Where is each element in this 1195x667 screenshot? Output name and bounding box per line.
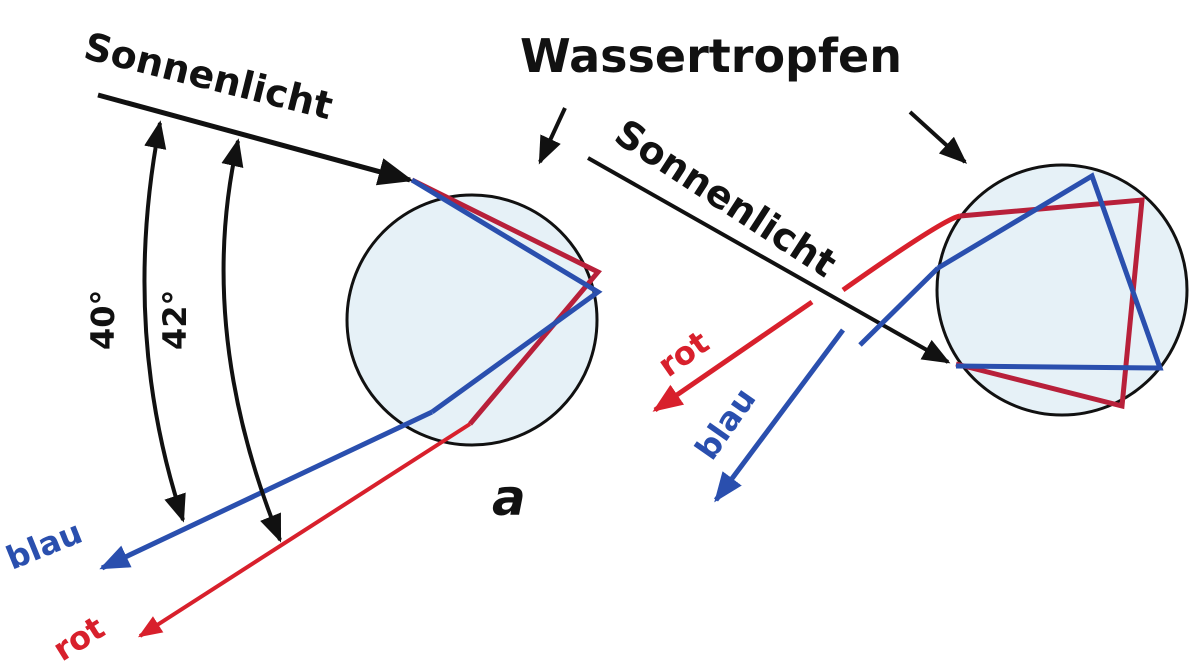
- left-blue-exit-ray: [99, 409, 434, 571]
- left-panel: Sonnenlicht 40° 42° blau rot a: [1, 24, 603, 667]
- right-water-drop: [935, 163, 1189, 417]
- right-sunlight-label: Sonnenlicht: [607, 111, 844, 286]
- right-blue-exit-ray: [858, 266, 940, 347]
- right-blue-internal-ray: [936, 172, 1164, 371]
- angle-label-42: 42°: [156, 289, 194, 350]
- left-water-drop: [345, 193, 599, 447]
- left-sunlight-label: Sonnenlicht: [80, 24, 337, 128]
- right-red-exit-arrow: [652, 299, 814, 413]
- title-wassertropfen: Wassertropfen: [520, 29, 902, 83]
- right-red-internal-ray: [955, 197, 1145, 410]
- left-blue-label: blau: [1, 513, 88, 578]
- angle-arc-40: [142, 120, 186, 523]
- right-panel: Sonnenlicht rot blau: [587, 111, 1189, 503]
- right-sunlight-ray: [587, 156, 951, 364]
- angle-arc-42: [221, 138, 282, 543]
- left-red-internal-ray: [410, 177, 602, 426]
- left-blue-internal-ray: [410, 177, 603, 415]
- angle-label-40: 40°: [84, 289, 122, 350]
- right-red-exit-ray: [841, 213, 961, 293]
- left-red-exit-ray: [137, 422, 472, 638]
- panel-label-a: a: [492, 469, 526, 527]
- right-blue-exit-arrow: [713, 328, 846, 503]
- left-red-label: rot: [46, 608, 111, 667]
- left-sunlight-ray: [97, 92, 414, 186]
- pointer-arrow-right-drop: [908, 110, 968, 164]
- pointer-arrow-left-drop: [538, 107, 567, 165]
